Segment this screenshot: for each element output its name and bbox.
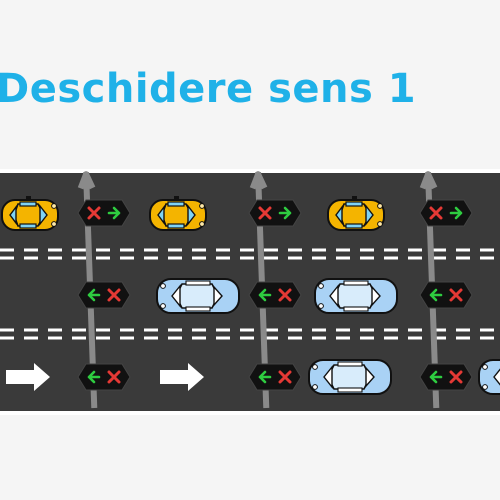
car-icon — [149, 195, 207, 231]
lane-signal-icon — [418, 280, 474, 310]
lane-signal-icon — [247, 362, 303, 392]
car-icon — [314, 278, 398, 314]
road-edge-bottom — [0, 411, 500, 415]
lane-signal-icon — [418, 362, 474, 392]
lane-signal-icon — [76, 362, 132, 392]
road-edge-top — [0, 169, 500, 173]
car-icon — [308, 359, 392, 395]
lane-signal-icon — [76, 280, 132, 310]
lane-signal-icon — [247, 198, 303, 228]
lane-signal-icon — [418, 198, 474, 228]
car-icon — [1, 195, 59, 231]
car-icon — [156, 278, 240, 314]
car-icon — [478, 359, 500, 395]
lane-signal-icon — [247, 280, 303, 310]
lane-marking-2 — [0, 328, 500, 340]
lane-marking-1 — [0, 248, 500, 260]
scene-title: Deschidere sens 1 — [0, 66, 417, 112]
lane-signal-icon — [76, 198, 132, 228]
car-icon — [327, 195, 385, 231]
